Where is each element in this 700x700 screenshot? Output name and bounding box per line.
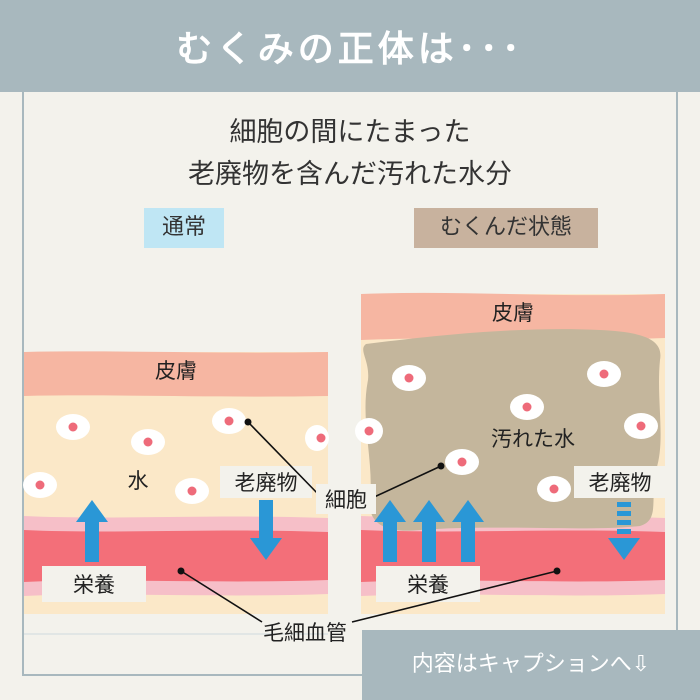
skin-right [361, 292, 665, 340]
nutrition-label-box-right [376, 566, 480, 602]
leader-dot [177, 567, 185, 575]
cell [587, 361, 621, 387]
cell [305, 425, 329, 451]
waste-label-box-right [574, 466, 666, 498]
cell [510, 394, 544, 420]
header-bar: むくみの正体は･･･ [0, 0, 700, 92]
caption-button[interactable]: 内容はキャプションへ⇩ [362, 630, 700, 700]
cell [624, 413, 658, 439]
nutrition-arrow-left [76, 500, 108, 562]
leader-dot [437, 462, 445, 470]
tag-swollen: むくんだ状態 [414, 208, 598, 248]
cell [212, 408, 246, 434]
dirty-water-label: 汚れた水 [491, 427, 575, 451]
cell [175, 478, 209, 504]
waste-arrow-right [608, 502, 640, 560]
waste-arrow-left [250, 500, 282, 560]
cell [445, 449, 479, 475]
waste-label-left: 老廃物 [235, 471, 298, 495]
leader-dot [244, 418, 252, 426]
cell [537, 476, 571, 502]
tag-normal: 通常 [144, 208, 224, 248]
cell [392, 365, 426, 391]
skin-label-right: 皮膚 [492, 301, 534, 325]
panel-normal: 栄養 皮膚 水 老廃物 [23, 351, 329, 635]
nutrition-label-box-left [42, 566, 146, 602]
water-label: 水 [128, 469, 149, 493]
nutrition-arrow-right-2 [413, 500, 445, 562]
nutrition-label-left: 栄養 [73, 573, 115, 597]
leader-lines [180, 421, 558, 623]
nutrition-arrow-right-1 [374, 500, 406, 562]
skin-left [24, 351, 328, 397]
panel-swollen: 栄養 皮膚 汚れた水 老廃物 [355, 292, 666, 614]
capillary-label: 毛細血管 [263, 621, 347, 645]
subtitle-line-1: 細胞の間にたまった [229, 117, 471, 148]
leader-dot [553, 567, 561, 575]
cell [23, 472, 57, 498]
skin-label-left: 皮膚 [155, 359, 197, 383]
subtitle-line-2: 老廃物を含んだ汚れた水分 [188, 159, 512, 190]
nutrition-label-right: 栄養 [407, 573, 449, 597]
nutrition-arrow-right-3 [452, 500, 484, 562]
content-frame [22, 92, 678, 676]
cell-label: 細胞 [325, 488, 367, 512]
header-title: むくみの正体は･･･ [176, 29, 524, 70]
cell-label-box [316, 484, 376, 514]
waste-label-right: 老廃物 [589, 471, 652, 495]
cell [56, 414, 90, 440]
cell [355, 418, 383, 444]
cell [131, 429, 165, 455]
